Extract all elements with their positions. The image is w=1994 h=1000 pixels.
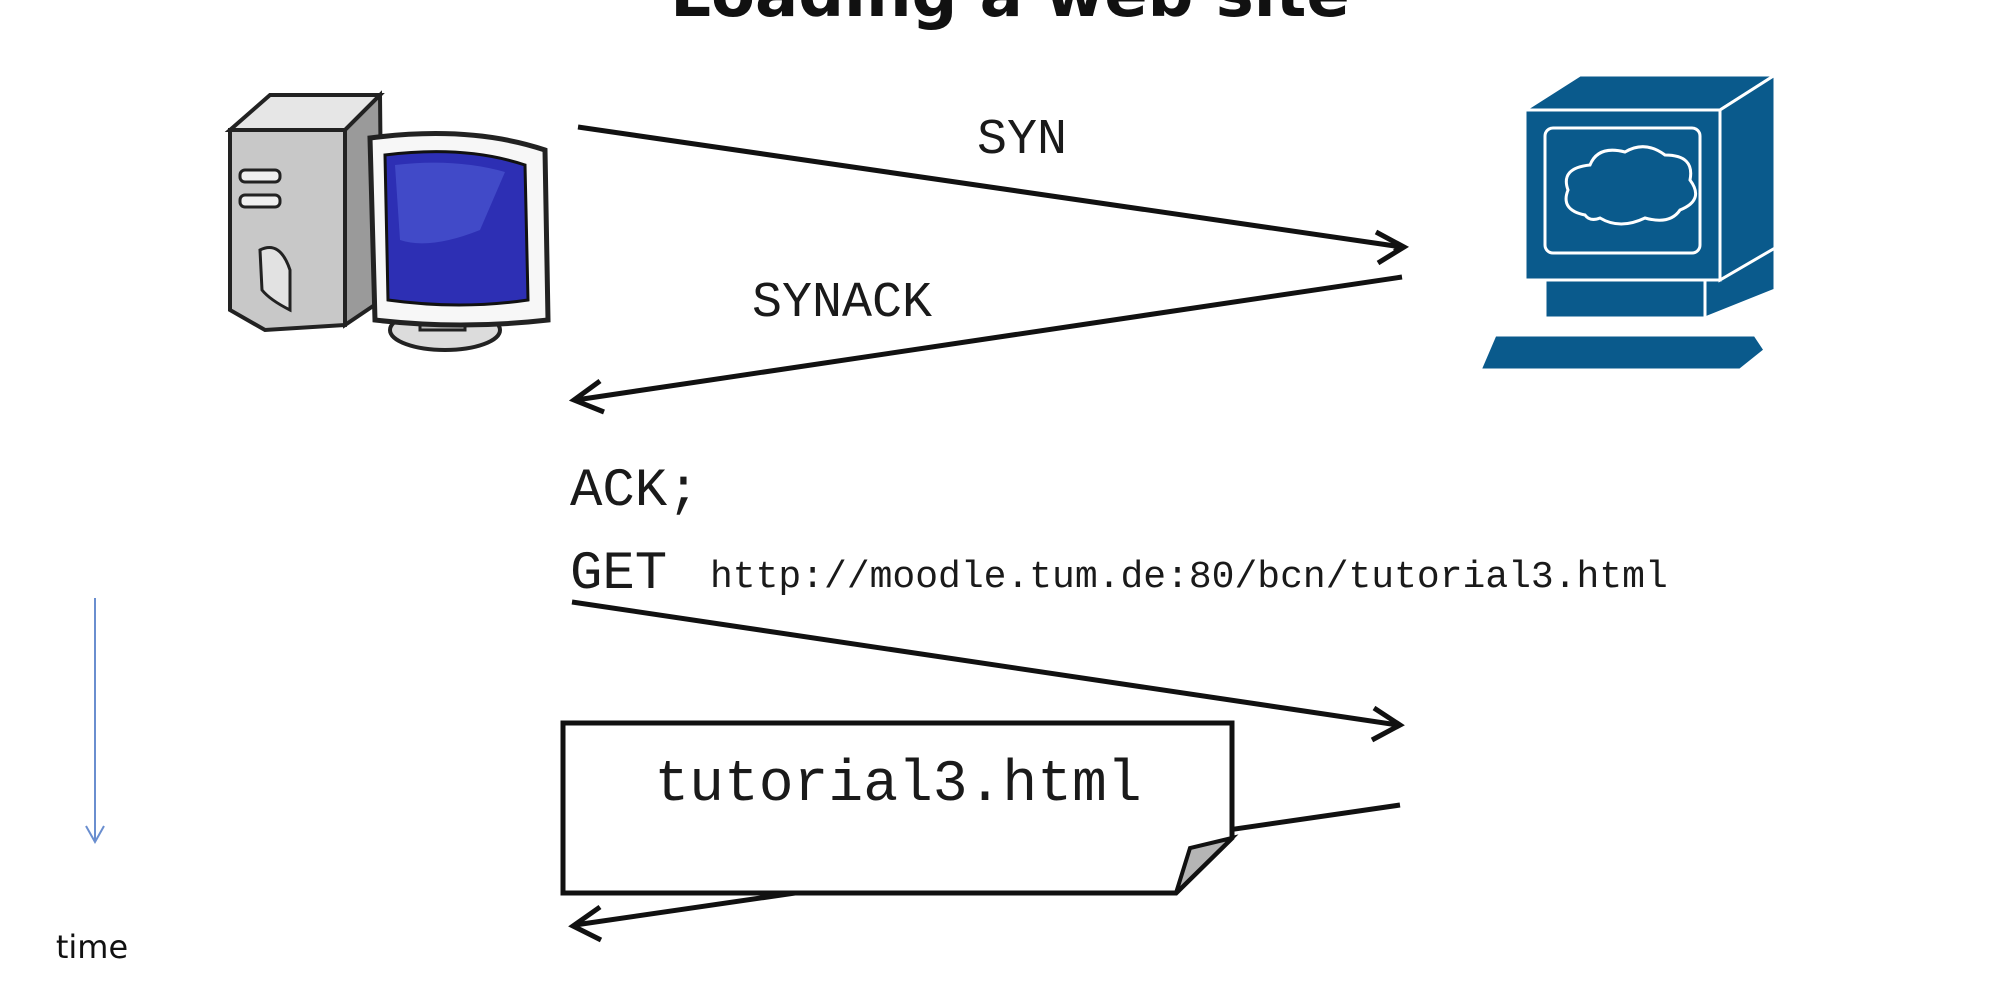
syn-arrow bbox=[577, 124, 1402, 247]
synack-label: SYNACK bbox=[752, 275, 932, 332]
time-axis-label: time bbox=[56, 928, 128, 966]
ack-label: ACK; bbox=[570, 461, 700, 522]
synack-arrow bbox=[575, 274, 1403, 403]
syn-label: SYN bbox=[977, 112, 1067, 169]
response-file-label: tutorial3.html bbox=[654, 753, 1141, 818]
get-arrow bbox=[571, 599, 1399, 728]
get-url-label: http://moodle.tum.de:80/bcn/tutorial3.ht… bbox=[710, 556, 1668, 599]
get-method-label: GET bbox=[570, 544, 667, 605]
desktop-computer-icon bbox=[224, 90, 551, 352]
page-title: Loading a web site bbox=[670, 0, 1349, 32]
response-document bbox=[560, 720, 1239, 896]
server-cloud-icon bbox=[1477, 72, 1781, 372]
